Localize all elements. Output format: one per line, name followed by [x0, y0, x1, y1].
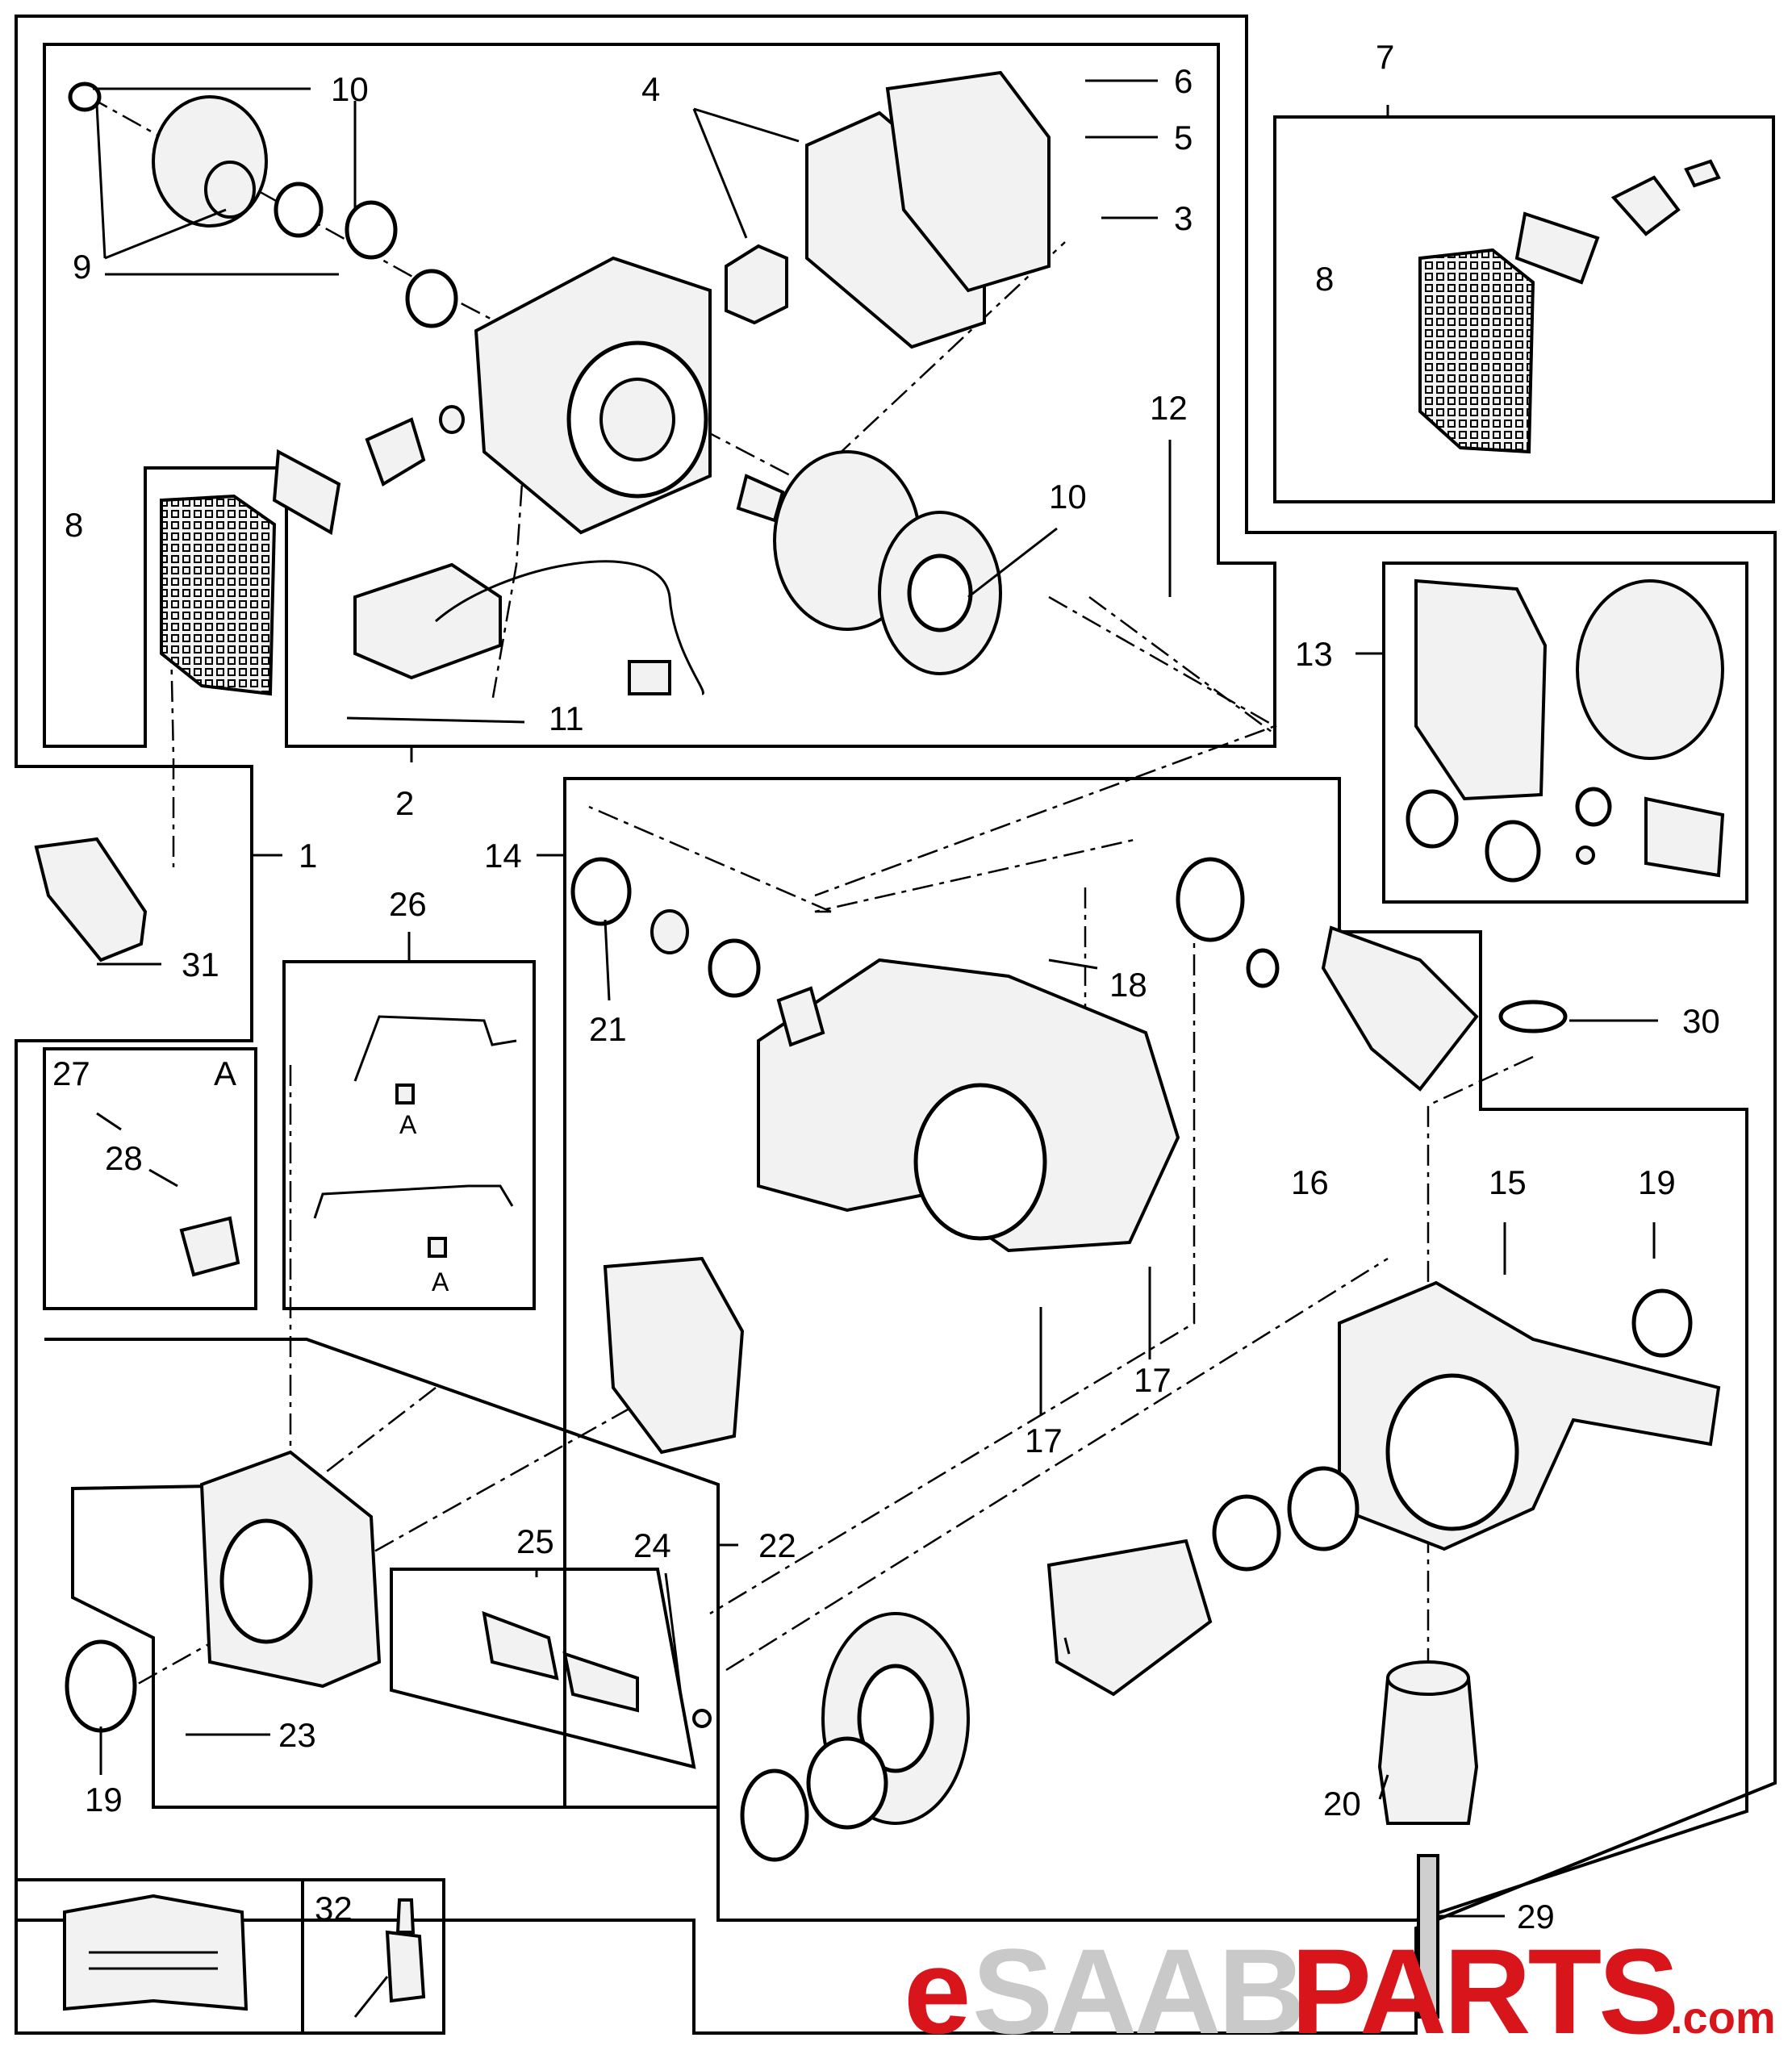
callout-10-top: 10: [331, 70, 369, 108]
lubricant-bottle-icon: [353, 1898, 426, 2018]
callout-27: 27: [52, 1054, 90, 1092]
callout-21: 21: [589, 1010, 627, 1048]
logo-parts: PARTS: [1291, 1923, 1676, 2046]
solenoid-valve: [365, 405, 465, 486]
callout-19-left: 19: [85, 1781, 123, 1818]
assembly-guide-lines: [88, 95, 1534, 1704]
service-info-frame: [15, 1878, 445, 2035]
callout-13: 13: [1295, 635, 1333, 673]
callout-16: 16: [1291, 1163, 1329, 1201]
callout-7: 7: [1376, 38, 1394, 76]
callout-14: 14: [484, 837, 522, 875]
esaabparts-logo: e SAAB PARTS .com: [904, 1923, 1776, 2046]
bracket-31: [34, 837, 148, 962]
coupling-housing: [474, 256, 712, 535]
pipe-marker-a-lower: A: [432, 1267, 449, 1296]
callout-31: 31: [182, 946, 219, 983]
clutch-drum-10: [736, 450, 1002, 675]
callout-numbers: 1 2 3 4 5 6 7 8 8 9 10 10 11 12 13 14 15…: [52, 38, 1720, 1935]
detail-marker-a: A: [214, 1054, 236, 1092]
unit-22-frame: [44, 1338, 720, 1809]
washer-30: [1498, 1000, 1568, 1033]
callout-24: 24: [633, 1526, 671, 1564]
callout-29: 29: [1517, 1898, 1555, 1935]
callout-19-right: 19: [1638, 1163, 1676, 1201]
detail-a-frame: [43, 1047, 257, 1310]
differential-housing: [1338, 1280, 1721, 1551]
callout-23: 23: [278, 1716, 316, 1754]
callout-8-unit2: 8: [65, 506, 83, 544]
outer-frame: [15, 15, 1777, 2035]
pipes-26: [313, 1015, 517, 1258]
logo-e: e: [904, 1923, 971, 2046]
callout-17-left: 17: [1025, 1422, 1063, 1459]
pipe-marker-a-upper: A: [399, 1110, 417, 1139]
gear-housing-14: [570, 857, 1479, 1253]
assembly-frames: [15, 15, 1777, 2035]
callout-leaders: [93, 79, 1658, 1918]
callout-1: 1: [299, 837, 317, 875]
logo-com: .com: [1670, 1992, 1776, 2043]
unit-7-parts: [1418, 159, 1721, 454]
output-flange: [68, 81, 458, 328]
unit-25-frame: [390, 1568, 696, 1769]
callout-2: 2: [395, 784, 414, 822]
cover-22: [65, 1450, 382, 1733]
callout-11: 11: [549, 699, 584, 737]
pump-motor-11: [353, 560, 704, 695]
rubber-bushing-20: [1377, 1660, 1479, 2019]
callout-10-drum: 10: [1049, 478, 1087, 516]
fitting-28: [179, 1216, 240, 1277]
callout-25: 25: [516, 1522, 554, 1560]
solenoid-25: [482, 1610, 712, 1728]
oil-filter-4: [725, 244, 788, 325]
unit-7-frame: [1273, 115, 1775, 503]
callout-5: 5: [1174, 119, 1193, 157]
unit-2-frame: [43, 43, 1276, 748]
callout-32: 32: [315, 1889, 353, 1927]
gasket-kit-13: [1406, 578, 1725, 883]
logo-saab: SAAB: [972, 1923, 1302, 2046]
callout-18: 18: [1109, 966, 1147, 1004]
callout-17-right: 17: [1134, 1361, 1172, 1399]
callout-15: 15: [1489, 1163, 1527, 1201]
service-manual-icon: [63, 1894, 249, 2011]
cover-plate-gasket: [805, 70, 1051, 349]
callout-22: 22: [758, 1526, 796, 1564]
parts-illustrations: [34, 70, 1725, 2019]
callout-8-unit7: 8: [1315, 260, 1334, 298]
gasket-kit-frame: [1382, 562, 1748, 904]
filter-screen-8: [160, 449, 341, 696]
callout-12: 12: [1150, 389, 1188, 427]
ring-gear-diff: [740, 1466, 1360, 1862]
callout-9: 9: [73, 248, 91, 286]
callout-6: 6: [1174, 62, 1193, 100]
callout-26: 26: [389, 885, 427, 923]
callout-28: 28: [105, 1139, 143, 1177]
callout-30: 30: [1682, 1002, 1720, 1040]
gasket-large: [603, 1256, 745, 1455]
callout-4: 4: [641, 70, 660, 108]
callout-3: 3: [1174, 199, 1193, 237]
callout-20: 20: [1323, 1785, 1361, 1823]
